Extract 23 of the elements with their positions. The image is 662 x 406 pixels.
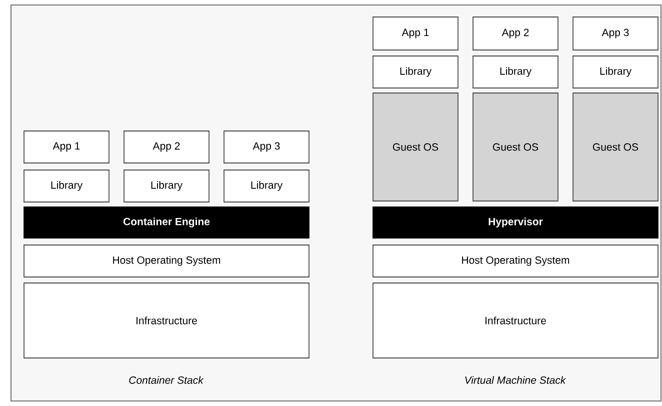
layer-box: Infrastructure bbox=[24, 282, 310, 358]
layer-box: Library bbox=[572, 56, 658, 88]
stack-caption: Container Stack bbox=[129, 376, 204, 384]
layer-box: Host Operating System bbox=[24, 244, 310, 278]
guest-os-box: Guest OS bbox=[572, 92, 658, 202]
engine-bar: Container Engine bbox=[24, 206, 310, 238]
layer-box: Library bbox=[24, 170, 110, 202]
layer-box: App 2 bbox=[472, 16, 558, 50]
guest-os-box: Guest OS bbox=[372, 92, 458, 202]
layer-box: Library bbox=[472, 56, 558, 88]
stack-caption: Virtual Machine Stack bbox=[465, 376, 566, 384]
layer-box: Library bbox=[224, 170, 310, 202]
engine-bar: Hypervisor bbox=[372, 206, 658, 238]
layer-box: App 1 bbox=[372, 16, 458, 50]
guest-os-box: Guest OS bbox=[472, 92, 558, 202]
layer-box: App 3 bbox=[224, 130, 310, 164]
layer-box: App 2 bbox=[124, 130, 210, 164]
layer-box: App 1 bbox=[24, 130, 110, 164]
layer-box: App 3 bbox=[572, 16, 658, 50]
layer-box: Library bbox=[124, 170, 210, 202]
layer-box: Library bbox=[372, 56, 458, 88]
layer-box: Infrastructure bbox=[372, 282, 658, 358]
layer-box: Host Operating System bbox=[372, 244, 658, 278]
